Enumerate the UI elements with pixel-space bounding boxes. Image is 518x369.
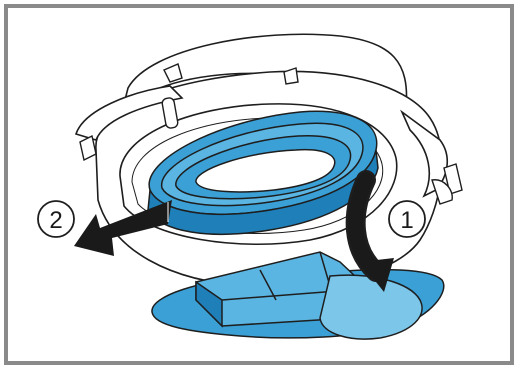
step-callout-1: 1 [389, 201, 425, 237]
step-1-label: 1 [400, 207, 413, 234]
step-2-label: 2 [49, 207, 62, 234]
step-callout-2: 2 [38, 201, 74, 237]
